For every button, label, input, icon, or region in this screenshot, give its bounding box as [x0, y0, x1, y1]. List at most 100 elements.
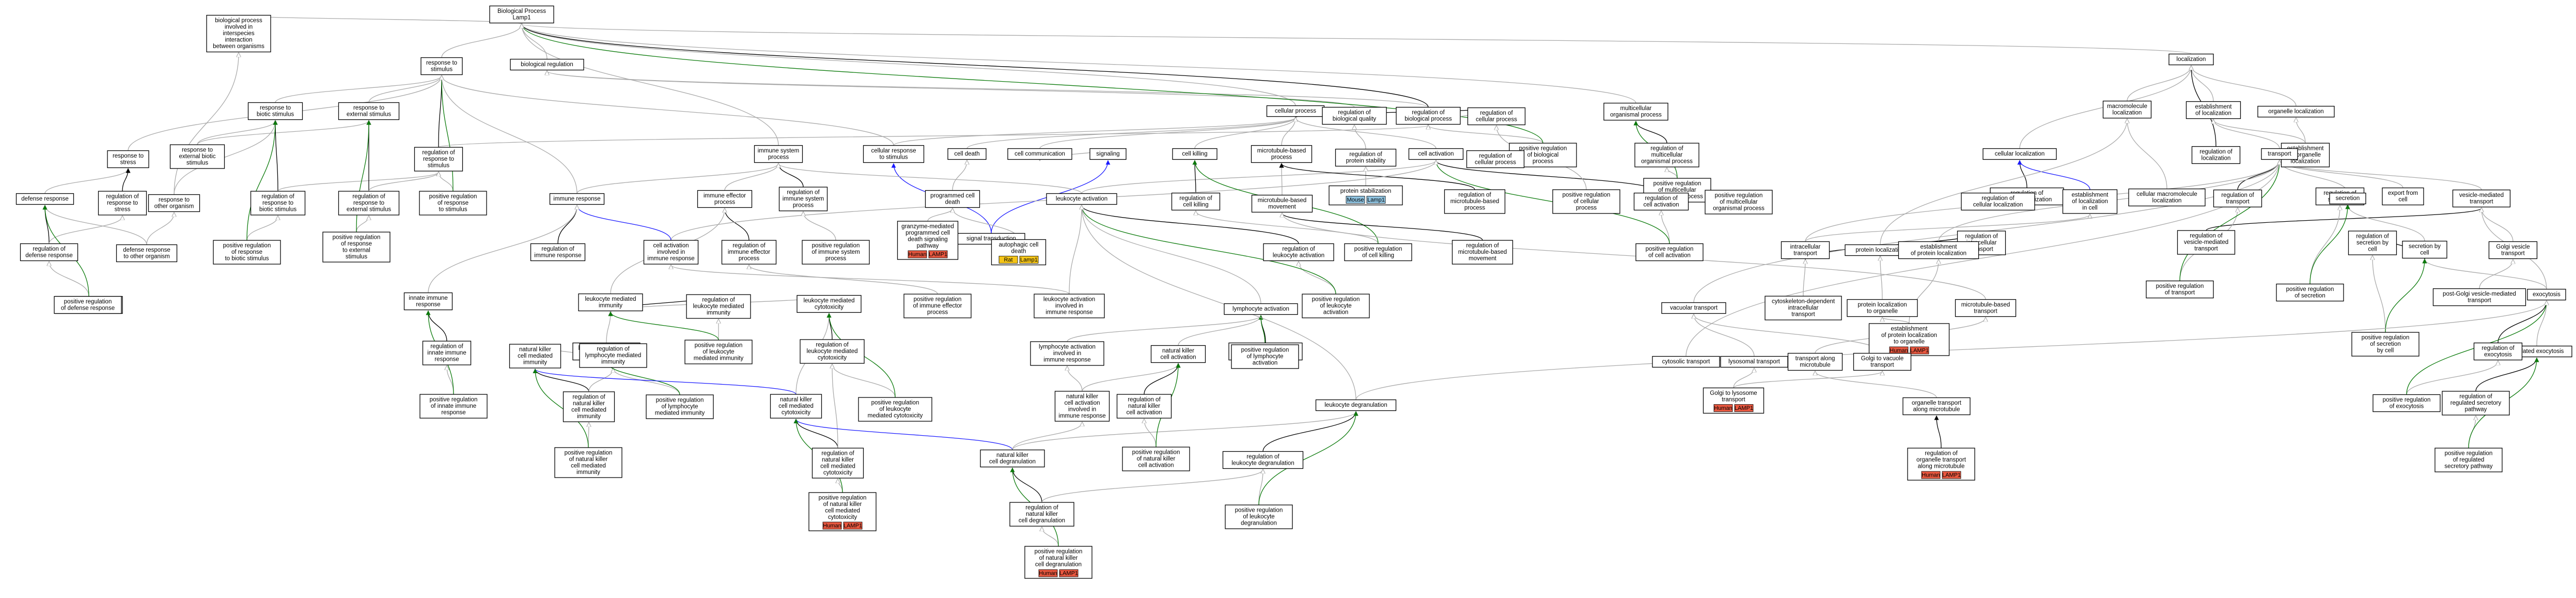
go-term-node[interactable]: secretion [2329, 192, 2366, 205]
go-term-node[interactable]: leukocyte activation [1046, 193, 1117, 205]
go-term-node[interactable]: biological regulation [510, 58, 584, 71]
go-term-node[interactable]: vacuolar transport [1661, 302, 1726, 314]
go-term-node[interactable]: exocytosis [2527, 288, 2566, 301]
go-term-node[interactable]: cell activation [1408, 148, 1464, 160]
go-term-node[interactable]: cytosolic transport [1652, 356, 1720, 368]
go-term-node[interactable]: immune response [549, 193, 605, 205]
go-term-node[interactable]: cell killing [1172, 148, 1217, 160]
go-term-node[interactable]: localization [2168, 53, 2214, 66]
go-term-node[interactable]: cytoskeleton-dependentintracellulartrans… [1765, 296, 1842, 320]
go-term-node[interactable]: signaling [1089, 148, 1127, 160]
go-term-node[interactable]: cell death [947, 148, 987, 160]
go-term-node[interactable]: lysosomal transport [1720, 356, 1788, 368]
go-term-node[interactable]: cell communication [1007, 148, 1072, 160]
go-term-node[interactable]: defense response [15, 193, 74, 205]
go-term-node[interactable]: cellular localization [1982, 148, 2057, 160]
go-term-node[interactable]: organelle localization [2257, 105, 2335, 118]
go-term-node[interactable]: transport [2261, 148, 2298, 160]
